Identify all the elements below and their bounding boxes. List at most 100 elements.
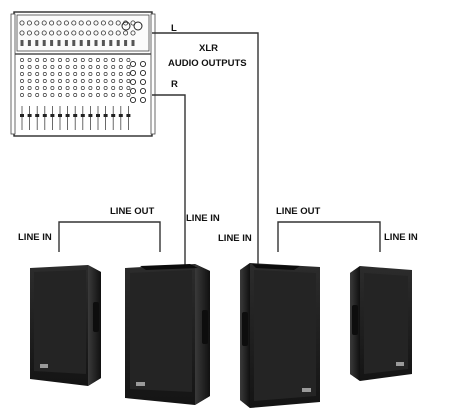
speaker-handle-icon — [242, 312, 248, 346]
mixer-knob — [41, 20, 47, 26]
mixer-knob — [41, 30, 47, 36]
mixer-channel-knob — [88, 72, 93, 76]
mixer-channel-knob — [88, 93, 93, 97]
mixer-master-knob — [129, 78, 137, 86]
cable-lines — [58, 32, 381, 266]
mixer-knob — [19, 30, 25, 36]
speaker-logo-badge — [396, 362, 404, 366]
mixer-channel-knob — [103, 93, 108, 97]
mixer-button — [109, 40, 113, 46]
mixer-channel-knob — [80, 65, 85, 69]
mixer-channel-knob — [58, 58, 62, 62]
mixer-channel-knob — [88, 58, 93, 62]
mixer-knob — [108, 20, 114, 26]
mixer-channel-knob — [80, 93, 85, 97]
mixer-knob — [78, 30, 84, 36]
mixer-channel-knob — [20, 86, 24, 90]
mixer-fader-cap — [35, 114, 40, 117]
mixer-channel-knob — [35, 58, 40, 62]
mixer-channel-knob — [35, 93, 40, 97]
mixer-button — [72, 40, 76, 46]
mixer-fader-cap — [27, 114, 32, 117]
mixer-button — [64, 40, 68, 46]
mixer-knob — [78, 20, 84, 26]
mixer-knob — [63, 20, 69, 26]
mixer-controls — [19, 20, 147, 130]
line-out-label-left: LINE OUT — [110, 206, 155, 217]
mixer-channel-knob — [73, 72, 78, 76]
mixer-channel-knob — [126, 79, 131, 83]
mixer-master-knob — [139, 87, 147, 95]
mixer-channel-knob — [103, 72, 108, 76]
mixer-channel-knob — [35, 79, 40, 83]
mixer-channel-knob — [103, 58, 108, 62]
mixer-channel-knob — [27, 79, 32, 83]
mixer-channel-knob — [50, 86, 55, 90]
mixer-channel-knob — [42, 93, 47, 97]
mixer-channel-knob — [50, 79, 55, 83]
mixer-fader-cap — [80, 114, 85, 117]
mixer-channel-knob — [111, 72, 116, 76]
mixer-channel-knob — [73, 93, 78, 97]
mixer-channel-knob — [27, 58, 32, 62]
mixer-channel-knob — [42, 79, 47, 83]
mixer-channel-knob — [58, 86, 62, 90]
mixer-fader-cap — [118, 114, 123, 117]
mixer-channel-knob — [111, 79, 116, 83]
mixer-channel-knob — [58, 65, 62, 69]
mixer-channel-knob — [20, 72, 24, 76]
mixer-button — [124, 40, 128, 46]
mixer-channel-knob — [27, 86, 32, 90]
mixer-channel-knob — [96, 72, 100, 76]
mixer-button — [20, 40, 24, 46]
xlr-label: XLR — [199, 43, 218, 54]
speaker-logo-badge — [302, 388, 311, 392]
mixer-channel-knob — [58, 79, 62, 83]
mixer-channel-knob — [118, 93, 123, 97]
mixer-knob — [100, 20, 106, 26]
mixer-channel-knob — [65, 79, 70, 83]
mixer-channel-knob — [73, 79, 78, 83]
line-in-label-3: LINE IN — [218, 233, 252, 244]
mixer-channel-knob — [118, 86, 123, 90]
mixer-knob — [123, 30, 129, 36]
mixer-knob — [115, 30, 121, 36]
mixer-channel-knob — [65, 86, 70, 90]
mixer-fader-cap — [96, 114, 100, 117]
mixer-button — [131, 40, 135, 46]
channel-l-label: L — [171, 23, 177, 34]
mixer-channel-knob — [96, 58, 100, 62]
mixer-channel-knob — [118, 58, 123, 62]
cable-l-output — [152, 32, 259, 266]
mixer-knob — [26, 20, 32, 26]
mixer-channel-knob — [73, 58, 78, 62]
mixer-channel-knob — [65, 93, 70, 97]
speaker-4 — [350, 266, 412, 381]
line-in-label-1: LINE IN — [18, 232, 52, 243]
mixer-channel-knob — [103, 65, 108, 69]
mixer-knob — [63, 30, 69, 36]
speaker-handle-icon — [352, 305, 358, 335]
mixer-master-knob — [129, 96, 137, 104]
mixer-channel-knob — [80, 72, 85, 76]
mixer-channel-knob — [42, 58, 47, 62]
mixer-channel-knob — [118, 79, 123, 83]
mixer-button — [79, 40, 83, 46]
cable-link-left — [58, 221, 161, 252]
mixer-fader-cap — [111, 114, 116, 117]
mixer-button — [27, 40, 31, 46]
mixer-master-knob — [121, 21, 131, 31]
mixer-channel-knob — [42, 65, 47, 69]
mixer-knob — [86, 20, 92, 26]
mixer-fader-cap — [65, 114, 70, 117]
mixer-channel-knob — [50, 65, 55, 69]
mixer-button — [94, 40, 98, 46]
mixer-fader-cap — [73, 114, 78, 117]
speaker-2 — [125, 264, 210, 405]
speaker-handle-icon — [93, 302, 99, 332]
mixer-channel-knob — [20, 58, 24, 62]
mixer-button — [50, 40, 54, 46]
mixer-left-cheek — [10, 13, 16, 135]
mixer-channel-knob — [50, 72, 55, 76]
